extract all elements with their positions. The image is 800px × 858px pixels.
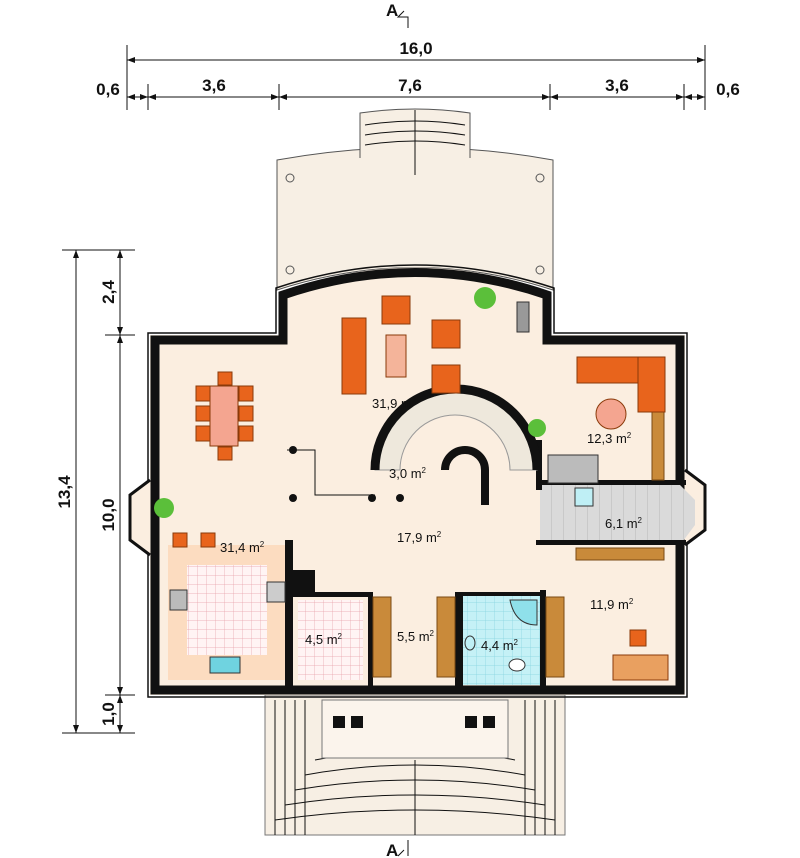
interior-walls: [285, 440, 686, 690]
entrance-steps: [264, 694, 566, 836]
laundry-floor: [540, 485, 695, 545]
terrace: [276, 108, 554, 291]
svg-text:A: A: [386, 841, 398, 858]
room-label-study: 12,3 m2: [587, 431, 632, 446]
section-marker-top: A: [386, 1, 409, 28]
room-label-living: 31,9 m2: [372, 396, 417, 411]
room-label-pantry: 4,5 m2: [305, 632, 343, 647]
plants: [154, 287, 546, 518]
columns: [289, 446, 404, 502]
width-segment-label: 0,6: [716, 80, 740, 99]
width-dimensions: 16,0 0,6 3,6 7,6 3,6 0,6: [96, 39, 740, 110]
room-label-hall: 17,9 m2: [397, 530, 442, 545]
gallery-rail: [287, 449, 375, 496]
room-label-bedroom: 11,9 m2: [590, 597, 634, 612]
svg-text:A: A: [386, 1, 398, 20]
room-label-laundry: 6,1 m2: [605, 516, 643, 531]
pantry-floor: [298, 600, 363, 680]
width-segment-label: 7,6: [398, 76, 422, 95]
kitchen-tiles: [187, 565, 267, 655]
outer-walls: [147, 264, 688, 698]
room-label-stairs: 3,0 m2: [389, 466, 427, 481]
depth-segment-label: 2,4: [99, 280, 118, 304]
bay-window-left: [128, 478, 151, 557]
section-marker-bottom: A: [386, 840, 409, 858]
furniture: [172, 295, 669, 681]
depth-segment-label: 10,0: [99, 498, 118, 531]
room-label-vestibule: 5,5 m2: [397, 629, 435, 644]
overall-width-label: 16,0: [399, 39, 432, 58]
width-segment-label: 3,6: [202, 76, 226, 95]
fixtures: [169, 301, 599, 674]
room-labels: 31,9 m2 12,3 m2 3,0 m2 31,4 m2 17,9 m2 6…: [220, 396, 643, 653]
width-segment-label: 3,6: [605, 76, 629, 95]
width-segment-label: 0,6: [96, 80, 120, 99]
depth-segment-label: 1,0: [99, 702, 118, 726]
room-label-bathroom: 4,4 m2: [481, 638, 519, 653]
room-label-kitchen: 31,4 m2: [220, 540, 265, 555]
depth-dimensions: 13,4 2,4 10,0 1,0: [55, 249, 135, 734]
overall-depth-label: 13,4: [55, 475, 74, 509]
